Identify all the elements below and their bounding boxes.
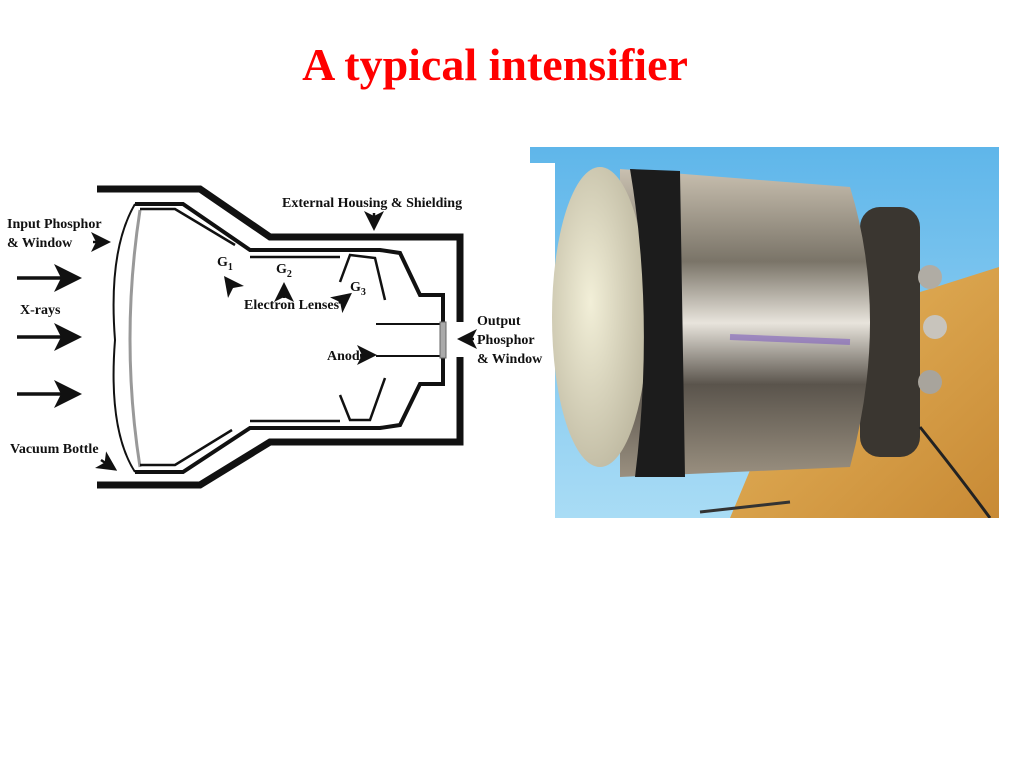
slide-title: A typical intensifier [302, 39, 688, 90]
g1-electrode [140, 207, 236, 247]
vacuum-bottle-bottom [135, 357, 445, 474]
input-phosphor [128, 209, 142, 468]
anode-label: Anode [327, 349, 366, 364]
external-housing [97, 185, 464, 322]
g1-electrode-bottom [140, 428, 233, 467]
output-label-3: & Window [477, 352, 543, 367]
intensifier-diagram: External Housing & Shielding Input Phosp… [7, 185, 543, 489]
external-housing-bottom [97, 357, 464, 489]
intensifier-photo [530, 147, 999, 518]
output-label-2: Phosphor [477, 333, 535, 348]
housing-label: External Housing & Shielding [282, 196, 462, 211]
g3-electrode [338, 253, 387, 301]
output-phosphor [439, 321, 447, 359]
vacuum-arrow [94, 451, 118, 471]
g3-electrode-bottom [338, 377, 387, 422]
electron-lenses-label: Electron Lenses [244, 298, 340, 313]
input-window [112, 203, 136, 473]
vacuum-label: Vacuum Bottle [10, 442, 99, 457]
vacuum-bottle [135, 202, 445, 322]
g1-arrow [224, 276, 244, 298]
g3-arrow [330, 292, 352, 314]
input-label-2: & Window [7, 236, 73, 251]
g1-label: G1 [217, 255, 233, 273]
g3-label: G3 [350, 280, 366, 298]
g2-label: G2 [276, 262, 292, 280]
output-label-1: Output [477, 314, 521, 329]
xrays-label: X-rays [20, 303, 61, 318]
input-label-1: Input Phosphor [7, 217, 102, 232]
